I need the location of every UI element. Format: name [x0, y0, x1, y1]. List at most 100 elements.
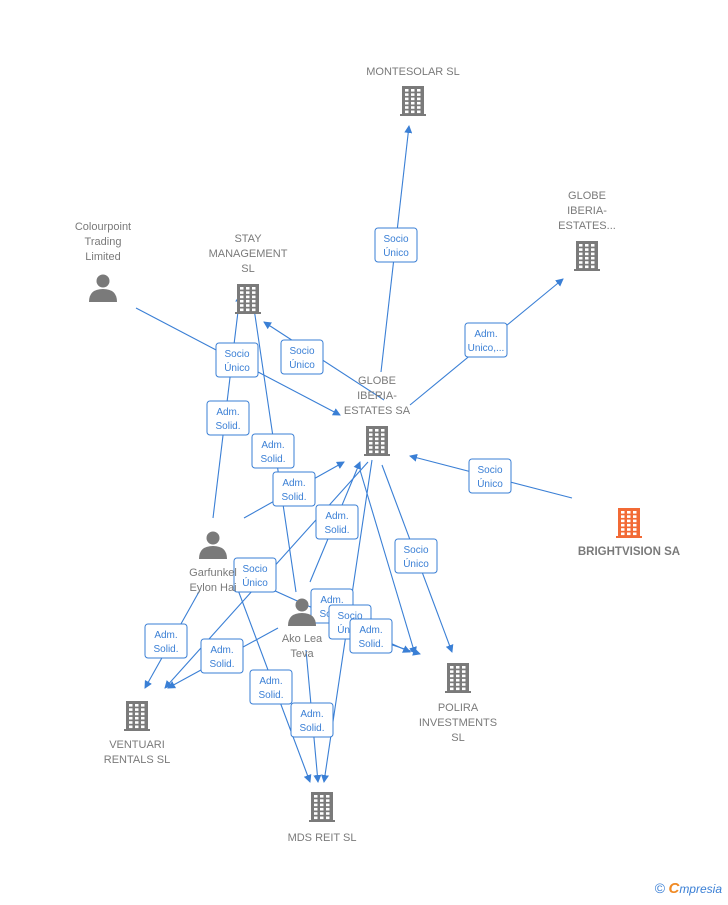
edge-label-line: Adm.	[474, 329, 497, 340]
node-label: GLOBE	[358, 375, 396, 387]
node-mds[interactable]: MDS REIT SL	[288, 792, 357, 844]
node-label: Eylon Hai	[189, 582, 236, 594]
node-label: SL	[451, 732, 464, 744]
edge-label-line: Solid.	[260, 454, 285, 465]
node-label: Limited	[85, 251, 120, 263]
building-icon	[364, 426, 390, 456]
edge-label-line: Adm.	[210, 645, 233, 656]
edges-layer	[135, 125, 573, 783]
edge-label-line: Socio	[242, 564, 267, 575]
edge-globe-to-polira	[359, 469, 417, 655]
node-label: ESTATES...	[558, 220, 616, 232]
edge-label-line: Socio	[337, 611, 362, 622]
edge-label-line: Solid.	[324, 525, 349, 536]
brand-name: mpresia	[679, 882, 722, 896]
node-label: STAY	[234, 233, 262, 245]
node-label: ESTATES SA	[344, 405, 411, 417]
building-icon	[574, 241, 600, 271]
person-icon	[199, 531, 227, 559]
edge-label-line: Adm.	[154, 630, 177, 641]
brand-logo-letter: C	[668, 880, 680, 897]
edge-globe-to-stay	[263, 321, 385, 401]
empresia-brand: © Cmpresia	[655, 880, 722, 897]
building-icon	[400, 86, 426, 116]
node-label: POLIRA	[438, 702, 479, 714]
edge-label-line: Adm.	[325, 511, 348, 522]
node-label: BRIGHTVISION SA	[578, 546, 680, 558]
edge-label-line: Único	[477, 477, 503, 490]
node-label: SL	[241, 263, 254, 275]
edge-label-line: Adm.	[259, 676, 282, 687]
person-icon	[288, 598, 316, 626]
edge-label-line: Adm.	[261, 440, 284, 451]
node-label: MDS REIT SL	[288, 832, 357, 844]
edge-label-line: Solid.	[209, 659, 234, 670]
node-label: MONTESOLAR SL	[366, 66, 460, 78]
building-icon	[309, 792, 335, 822]
edge-label-line: Socio	[224, 349, 249, 360]
edge-label-line: Unico,...	[468, 343, 505, 354]
edge-label-line: Único	[383, 246, 409, 259]
node-globe[interactable]: GLOBE IBERIA- ESTATES SA	[344, 375, 411, 456]
edge-label-line: Socio	[477, 465, 502, 476]
edge-label-ako-to-ventuari[interactable]: Adm. Solid.	[200, 638, 244, 674]
edge-label-line: Solid.	[358, 639, 383, 650]
edge-label-line: Único	[224, 361, 250, 374]
edge-label-line: Único	[289, 358, 315, 371]
edge-label-ako-to-polira[interactable]: Adm.Solid.	[349, 618, 393, 654]
edge-label-line: Adm.	[300, 709, 323, 720]
edge-label-line: Socio	[403, 545, 428, 556]
building-icon	[124, 701, 150, 731]
node-label: IBERIA-	[357, 390, 397, 402]
edge-label-line: Único	[242, 576, 268, 589]
node-label: Teva	[290, 648, 314, 660]
edge-label-line: Único	[403, 557, 429, 570]
edge-label-garfunkel-to-mds[interactable]: Adm. Solid.	[249, 669, 293, 705]
node-label: Ako Lea	[282, 633, 323, 645]
edge-label-line: Solid.	[258, 690, 283, 701]
edge-label-line: Adm.	[320, 595, 343, 606]
edge-label-ako-to-mds[interactable]: Adm. Solid.	[290, 702, 334, 738]
node-label: IBERIA-	[567, 205, 607, 217]
edge-label-line: Solid.	[153, 644, 178, 655]
edge-label-ako-to-globe[interactable]: Adm. Solid.	[315, 504, 359, 540]
edge-label-garfunkel-to-stay[interactable]: Adm. Solid.	[206, 400, 250, 436]
edge-label-garfunkel-to-globe[interactable]: Adm.Solid.	[272, 471, 316, 507]
edge-label-line: Adm.	[216, 407, 239, 418]
node-label: RENTALS SL	[104, 754, 170, 766]
node-label: Garfunkel	[189, 567, 237, 579]
node-label: MANAGEMENT	[209, 248, 288, 260]
edge-label-ako-to-stay[interactable]: Adm. Solid.	[251, 433, 295, 469]
building-icon	[616, 508, 642, 538]
node-stay[interactable]: STAY MANAGEMENT SL	[209, 233, 288, 314]
copyright-icon: ©	[654, 880, 666, 896]
edge-label-line: Solid.	[299, 723, 324, 734]
edge-label-line: Socio	[383, 234, 408, 245]
edge-labels-layer: SocioÚnicoAdm.Unico,...SocioÚnicoSocioÚn…	[144, 227, 512, 738]
nodes-layer: MONTESOLAR SL GLOBE IBERIA- ESTATES... Colou…	[75, 66, 680, 844]
node-brightvision[interactable]: BRIGHTVISION SA	[578, 508, 680, 558]
edge-label-line: Solid.	[215, 421, 240, 432]
node-montesolar[interactable]: MONTESOLAR SL	[366, 66, 460, 116]
edge-label-garfunkel-to-ventuari[interactable]: Adm. Solid.	[144, 623, 188, 659]
node-label: Colourpoint	[75, 221, 131, 233]
node-ventuari[interactable]: VENTUARI RENTALS SL	[104, 701, 170, 766]
node-label: VENTUARI	[109, 739, 165, 751]
node-globe2[interactable]: GLOBE IBERIA- ESTATES...	[558, 190, 616, 271]
edge-label-globe-to-globe2[interactable]: Adm. Unico,...	[464, 322, 508, 358]
node-label: GLOBE	[568, 190, 606, 202]
edge-label-line: Socio	[289, 346, 314, 357]
building-icon	[235, 284, 261, 314]
building-icon	[445, 663, 471, 693]
